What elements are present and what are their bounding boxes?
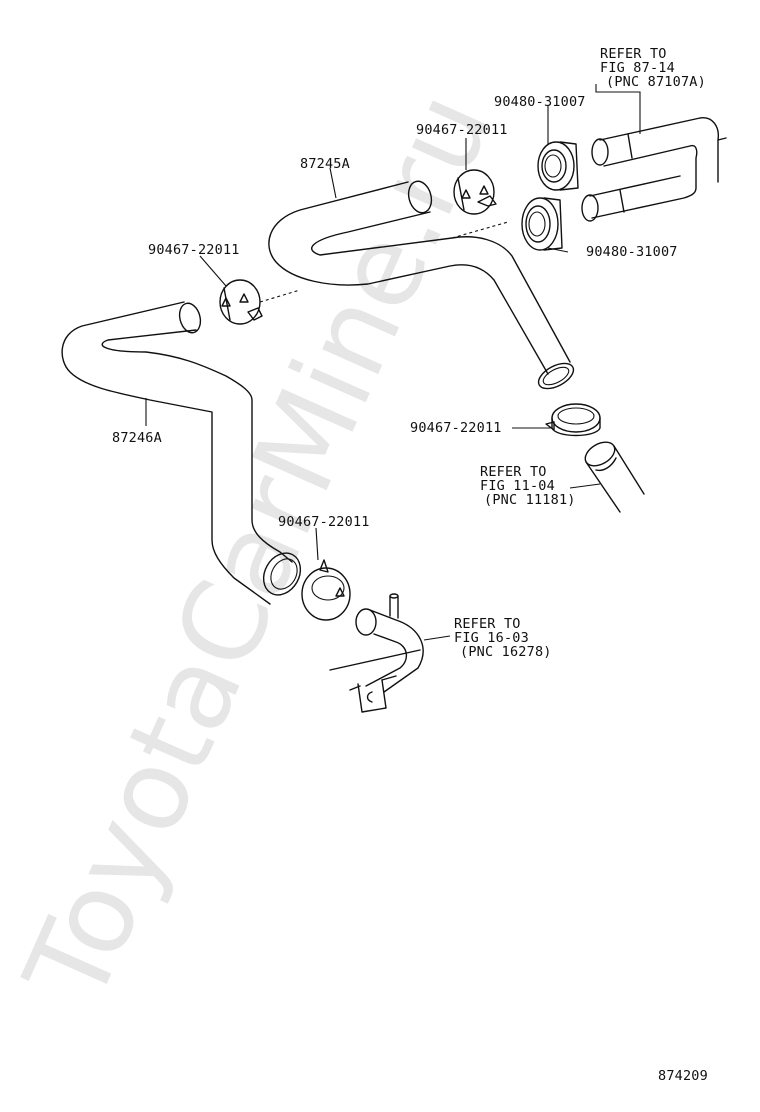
refer-bottom-line-2: FIG 16-03 (454, 630, 529, 646)
refer-bottom-line-1: REFER TO (454, 616, 521, 632)
label-hose-upper: 87245A (300, 156, 350, 172)
pipe-16278 (329, 593, 424, 713)
refer-mid-line-1: REFER TO (480, 464, 547, 480)
refer-top-line-3: (PNC 87107A) (606, 74, 706, 90)
diagram-number: 874209 (658, 1068, 708, 1084)
leader-lines (145, 84, 641, 641)
clamp-bottom (301, 559, 351, 621)
label-grommet-upper: 90480-31007 (494, 94, 586, 110)
clamp-right (545, 403, 601, 437)
watermark: ToyotaCarMine.ru (0, 74, 517, 1022)
alignment-line-left (259, 289, 301, 303)
label-clamp-right: 90467-22011 (410, 420, 502, 436)
label-clamp-left: 90467-22011 (148, 242, 240, 258)
alignment-line-right (451, 221, 509, 239)
clamp-left (219, 279, 263, 325)
label-clamp-bottom: 90467-22011 (278, 514, 370, 530)
pipe-assembly-top (581, 117, 727, 222)
refer-bottom-line-3: (PNC 16278) (460, 644, 552, 660)
clamp-top (453, 169, 497, 215)
pipe-11181 (584, 441, 645, 513)
grommet-lower (521, 197, 563, 251)
label-refer-top: REFER TO FIG 87-14 (PNC 87107A) (600, 46, 706, 90)
hose-87245a (268, 180, 575, 390)
label-refer-mid: REFER TO FIG 11-04 (PNC 11181) (480, 464, 576, 508)
refer-top-line-2: FIG 87-14 (600, 60, 675, 76)
label-clamp-top: 90467-22011 (416, 122, 508, 138)
label-grommet-lower: 90480-31007 (586, 244, 678, 260)
refer-mid-line-2: FIG 11-04 (480, 478, 555, 494)
grommet-upper (537, 141, 579, 191)
label-refer-bottom: REFER TO FIG 16-03 (PNC 16278) (454, 616, 552, 660)
refer-top-line-1: REFER TO (600, 46, 667, 62)
label-hose-lower: 87246A (112, 430, 162, 446)
hose-87246a (61, 301, 302, 605)
refer-mid-line-3: (PNC 11181) (484, 492, 576, 508)
